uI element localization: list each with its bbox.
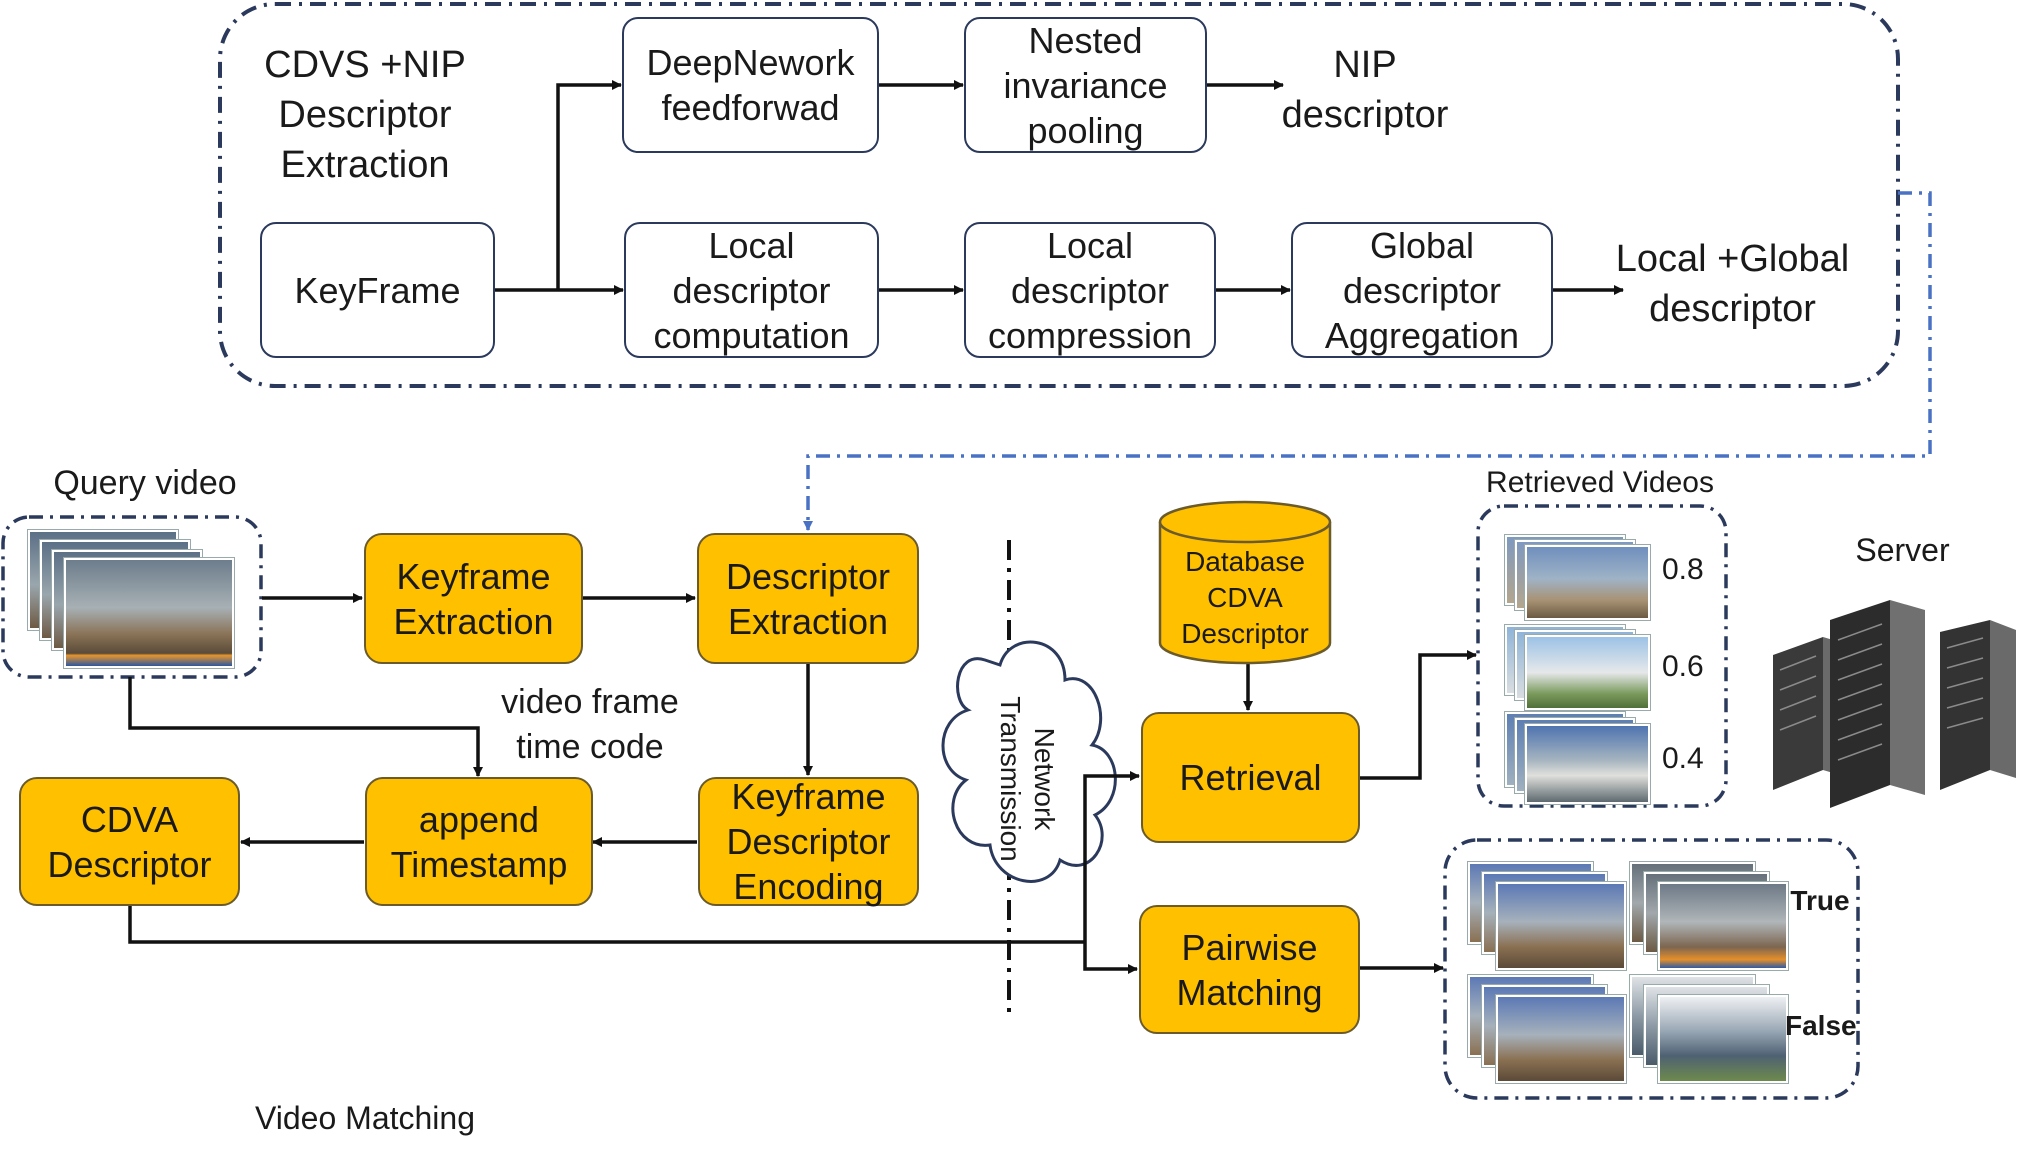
arrow-to-deepnetwork <box>556 80 622 290</box>
arrow-to-pairwise <box>1083 942 1138 974</box>
extraction-panel-border <box>218 2 1900 388</box>
video-frame-thumbnail <box>1496 882 1626 970</box>
video-frame-thumbnail <box>1658 882 1788 970</box>
retrieval-score-3: 0.4 <box>1662 742 1704 775</box>
matching-pair-query-2 <box>1468 975 1628 1085</box>
match-false-label: False <box>1785 1010 1857 1041</box>
pairwise-matching-box: Pairwise Matching <box>1139 905 1360 1034</box>
video-frame-thumbnail <box>1525 545 1650 620</box>
server-rack-icon <box>1773 600 2016 808</box>
retrieved-videos-border <box>1476 504 1728 808</box>
local-computation-box: Local descriptor computation <box>624 222 879 358</box>
cloud-icon <box>941 640 1117 883</box>
nip-descriptor-output: NIP descriptor <box>1281 44 1449 136</box>
retrieved-video-3 <box>1505 712 1655 807</box>
matching-pair-candidate-1 <box>1630 862 1790 972</box>
retrieved-video-2 <box>1505 625 1655 710</box>
video-frame-thumbnail <box>1525 635 1650 710</box>
matching-pair-candidate-2 <box>1630 975 1790 1085</box>
matching-pair-query-1 <box>1468 862 1628 972</box>
arrow-cdva-to-server <box>128 906 1085 944</box>
local-compression-box: Local descriptor compression <box>964 222 1216 358</box>
video-frame-thumbnail <box>1496 995 1626 1083</box>
keyframe-descriptor-encoding-box: Keyframe Descriptor Encoding <box>698 776 919 907</box>
nested-pooling-box: Nested invariance pooling <box>964 17 1207 153</box>
global-aggregation-box: Global descriptor Aggregation <box>1291 222 1553 358</box>
deep-network-box: DeepNework feedforwad <box>622 17 879 153</box>
server-label: Server <box>1855 532 1950 568</box>
feedback-link <box>803 191 1932 531</box>
video-frame-time-code-label: video frame time code <box>501 683 679 766</box>
retrieval-box: Retrieval <box>1141 712 1360 843</box>
retrieved-video-1 <box>1505 535 1655 620</box>
extraction-panel-title: CDVS +NIP Descriptor Extraction <box>264 44 466 186</box>
retrieval-score-1: 0.8 <box>1662 553 1704 586</box>
retrieved-videos-label: Retrieved Videos <box>1486 466 1714 499</box>
video-frame-thumbnail <box>1525 724 1650 804</box>
keyframe-box: KeyFrame <box>260 222 495 358</box>
arrow-to-retrieval <box>1083 771 1140 942</box>
retrieval-score-2: 0.6 <box>1662 650 1704 683</box>
match-true-label: True <box>1790 885 1850 916</box>
descriptor-extraction-box: Descriptor Extraction <box>697 533 919 664</box>
video-frame-thumbnail <box>64 558 234 668</box>
matching-results-border <box>1443 838 1860 1100</box>
database-label: Database CDVA Descriptor <box>1181 546 1309 649</box>
keyframe-extraction-box: Keyframe Extraction <box>364 533 583 664</box>
cdva-descriptor-box: CDVA Descriptor <box>19 777 240 906</box>
footer-caption: Video Matching <box>255 1100 475 1136</box>
arrow-timecode <box>128 677 483 777</box>
query-video-border <box>1 515 263 679</box>
network-transmission-label: Network Transmission <box>995 696 1060 862</box>
video-frame-thumbnail <box>1658 995 1788 1083</box>
query-video-label: Query video <box>53 464 237 502</box>
database-cylinder-icon <box>1158 500 1332 665</box>
query-video-frames <box>28 530 238 670</box>
append-timestamp-box: append Timestamp <box>365 777 593 906</box>
arrow-retrieval-to-results <box>1360 650 1477 780</box>
local-global-descriptor-output: Local +Global descriptor <box>1615 238 1850 330</box>
